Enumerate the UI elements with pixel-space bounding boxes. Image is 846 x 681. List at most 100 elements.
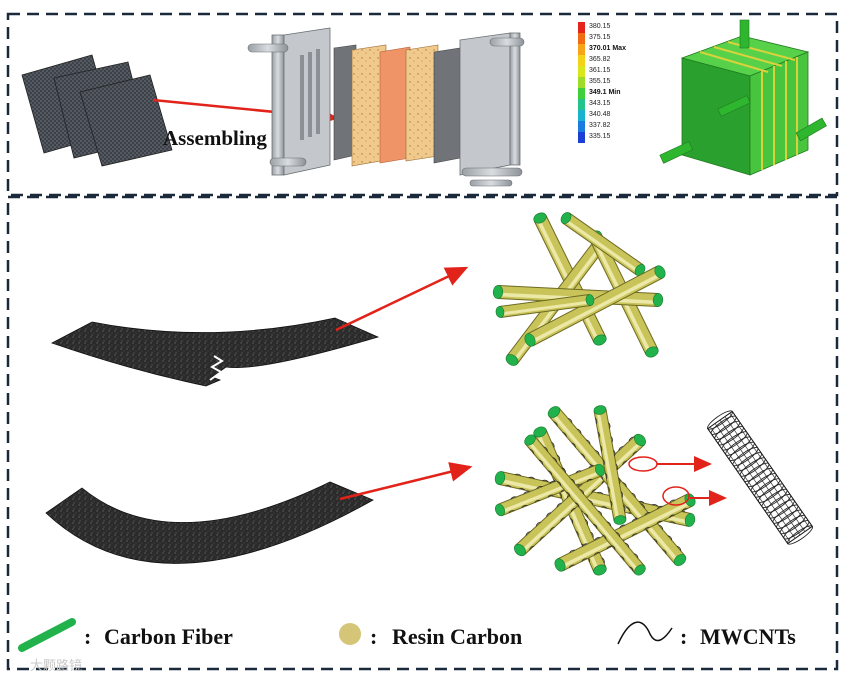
mwcnt-strand [547,470,553,476]
mwcnt-strand [591,488,597,494]
fiber-tip [673,554,687,566]
zoom-circle-lower [662,486,690,506]
mwcnt-strand [597,431,600,438]
mwcnt-strand [618,477,621,484]
nanotube-lattice-line [719,419,801,536]
mwcnt-strand [574,502,580,508]
mwcnt-strand [656,505,663,510]
mwcnt-strand [602,534,607,540]
scale-tick-label: 370.01 Max [589,45,626,52]
watermark: 大颗路镜 [30,658,82,674]
carbon-fiber-paper-sheets [21,54,173,167]
scale-swatch [578,33,585,44]
mwcnt-strand [613,449,616,457]
mwcnt-strand [590,531,594,538]
mwcnt-strand [658,524,664,530]
mwcnt-strand [529,545,535,551]
legend-item-resin-carbon: : Resin Carbon [339,623,522,649]
mwcnt-strand [615,463,618,471]
mwcnt-strand [667,535,673,541]
mwcnt-strand [601,557,605,564]
mwcnt-strand [549,526,555,532]
mwcnt-strand [518,488,526,491]
mwcnt-strand [622,481,627,487]
scale-tick-label: 365.82 [589,56,611,63]
mwcnt-strand [606,521,612,527]
legend-item-carbon-fiber: : Carbon Fiber [18,618,233,652]
scale-swatch [578,88,585,99]
scale-swatch [578,132,585,143]
mwcnt-strand [581,558,588,562]
mwcnt-strand [620,491,623,498]
mwcnt-strand [547,494,554,498]
fiber-tip [505,354,519,366]
fiber-highlight [500,470,602,514]
mwcnt-strand [651,503,658,507]
mwcnt-strand [631,533,638,537]
scale-swatch [578,77,585,88]
mwcnt-strand [628,436,634,442]
mwcnt-strand [570,507,576,513]
mwcnt-strand [631,492,636,498]
mwcnt-strand [600,506,608,509]
fiber-highlight [527,440,640,573]
fiber-highlight [563,218,640,274]
cracked-carbon-strip [50,317,380,387]
mwcnt-strand [669,514,675,518]
fiber-rod [499,295,591,317]
svg-text::: : [680,624,687,649]
mwcnt-strand [579,489,585,495]
mwcnt-strand [643,527,650,531]
nanotube-lattice-line [709,426,791,543]
legend-label-mwcnts: MWCNTs [700,624,796,649]
mwcnt-strand [570,517,574,524]
mwcnt-strand [624,542,630,548]
fiber-tip [593,405,607,415]
mwcnt-strand [622,460,628,466]
mwcnt-strand [543,446,548,452]
mwcnt-strand [644,512,651,516]
resin-carbon-icon [339,623,361,645]
scale-tick-label: 335.15 [589,133,611,140]
fiber-tip [634,433,646,447]
mwcnt-strand [595,417,598,425]
fiber-rod [562,213,644,275]
scale-tick-label: 361.15 [589,67,611,74]
mwcnt-strand [669,499,676,503]
arrow-to-mwcnt-network [339,462,473,501]
mwcnt-strand [676,545,682,551]
mwcnt-strand [575,530,579,537]
scale-swatch [578,99,585,110]
cell-assembly-exploded-view [247,27,525,187]
fiber-tip [645,346,659,358]
mwcnt-strand [669,521,676,524]
carbon-nanotube-model [706,410,814,545]
mwcnt-strand [605,472,608,480]
fiber-tip [524,434,536,446]
mwcnt-strand [571,442,576,448]
scale-swatch [578,44,585,55]
mwcnt-strand [568,564,575,568]
mwcnt-strand [631,518,638,522]
fiber-tip [554,558,566,572]
scale-swatch [578,121,585,132]
fiber-tip [593,334,607,346]
mwcnt-strand [607,486,610,493]
mwcnt-strand [608,422,611,429]
scale-swatch [578,110,585,121]
mwcnt-strand [584,518,589,525]
mwcnt-strand [539,536,545,541]
mwcnt-strand [600,445,603,452]
mwcnt-strand [577,428,582,434]
mwcnt-strand [586,439,591,445]
mwcnt-strand [529,448,535,454]
scale-tick-label: 340.48 [589,111,611,118]
mwcnt-strand [560,517,566,522]
fiber-tip [524,333,536,347]
fiber-tip [533,212,547,224]
mwcnt-strand [562,431,567,437]
fiber-tip [514,543,526,557]
mwcnt-strand [580,453,586,459]
